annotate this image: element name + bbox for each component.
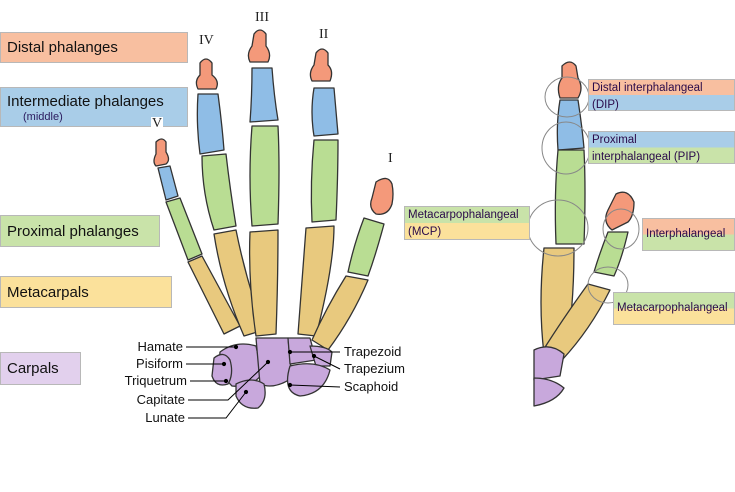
joint-label-pip: Proximal interphalangeal (PIP) bbox=[588, 131, 735, 164]
label-proximal-phalanges: Proximal phalanges bbox=[0, 215, 160, 247]
label-intermediate-note: (middle) bbox=[23, 111, 63, 123]
finger-label-v: V bbox=[151, 116, 164, 131]
bone-label-triquetrum: Triquetrum bbox=[124, 373, 187, 388]
joint-label-dip-line2: (DIP) bbox=[592, 99, 619, 111]
carpal-bones bbox=[211, 337, 333, 409]
joint-label-mcp: Metacarpophalangeal (MCP) bbox=[404, 206, 530, 240]
finger-label-i: I bbox=[387, 151, 394, 166]
label-carpals: Carpals bbox=[0, 352, 81, 385]
joint-label-thumb-ip: Interphalangeal bbox=[642, 218, 735, 251]
finger-label-iv: IV bbox=[198, 33, 215, 48]
finger-iii bbox=[247, 29, 280, 337]
label-distal-phalanges: Distal phalanges bbox=[0, 32, 188, 63]
finger-v bbox=[153, 138, 241, 335]
joint-label-dip-line1: Distal interphalangeal bbox=[592, 82, 703, 94]
joint-label-dip: Distal interphalangeal (DIP) bbox=[588, 79, 735, 111]
joint-label-pip-line2: interphalangeal (PIP) bbox=[592, 151, 701, 163]
joint-label-thumb-mcp: Metacarpophalangeal bbox=[613, 292, 735, 325]
joint-label-mcp-line2: (MCP) bbox=[408, 226, 442, 238]
finger-i bbox=[311, 177, 394, 351]
bone-label-hamate: Hamate bbox=[137, 339, 183, 354]
finger-iv bbox=[195, 58, 265, 337]
bone-label-trapezoid: Trapezoid bbox=[344, 344, 402, 359]
bone-label-scaphoid: Scaphoid bbox=[344, 379, 399, 394]
bone-label-capitate: Capitate bbox=[136, 392, 185, 407]
finger-ii bbox=[297, 48, 339, 337]
joint-label-pip-line1: Proximal bbox=[592, 134, 637, 146]
label-metacarpals: Metacarpals bbox=[0, 276, 172, 308]
bone-label-trapezium: Trapezium bbox=[344, 361, 405, 376]
bone-label-pisiform: Pisiform bbox=[136, 356, 183, 371]
joint-label-mcp-line1: Metacarpophalangeal bbox=[408, 209, 519, 221]
finger-label-iii: III bbox=[254, 10, 270, 25]
finger-label-ii: II bbox=[318, 27, 330, 42]
bone-label-lunate: Lunate bbox=[145, 410, 185, 425]
